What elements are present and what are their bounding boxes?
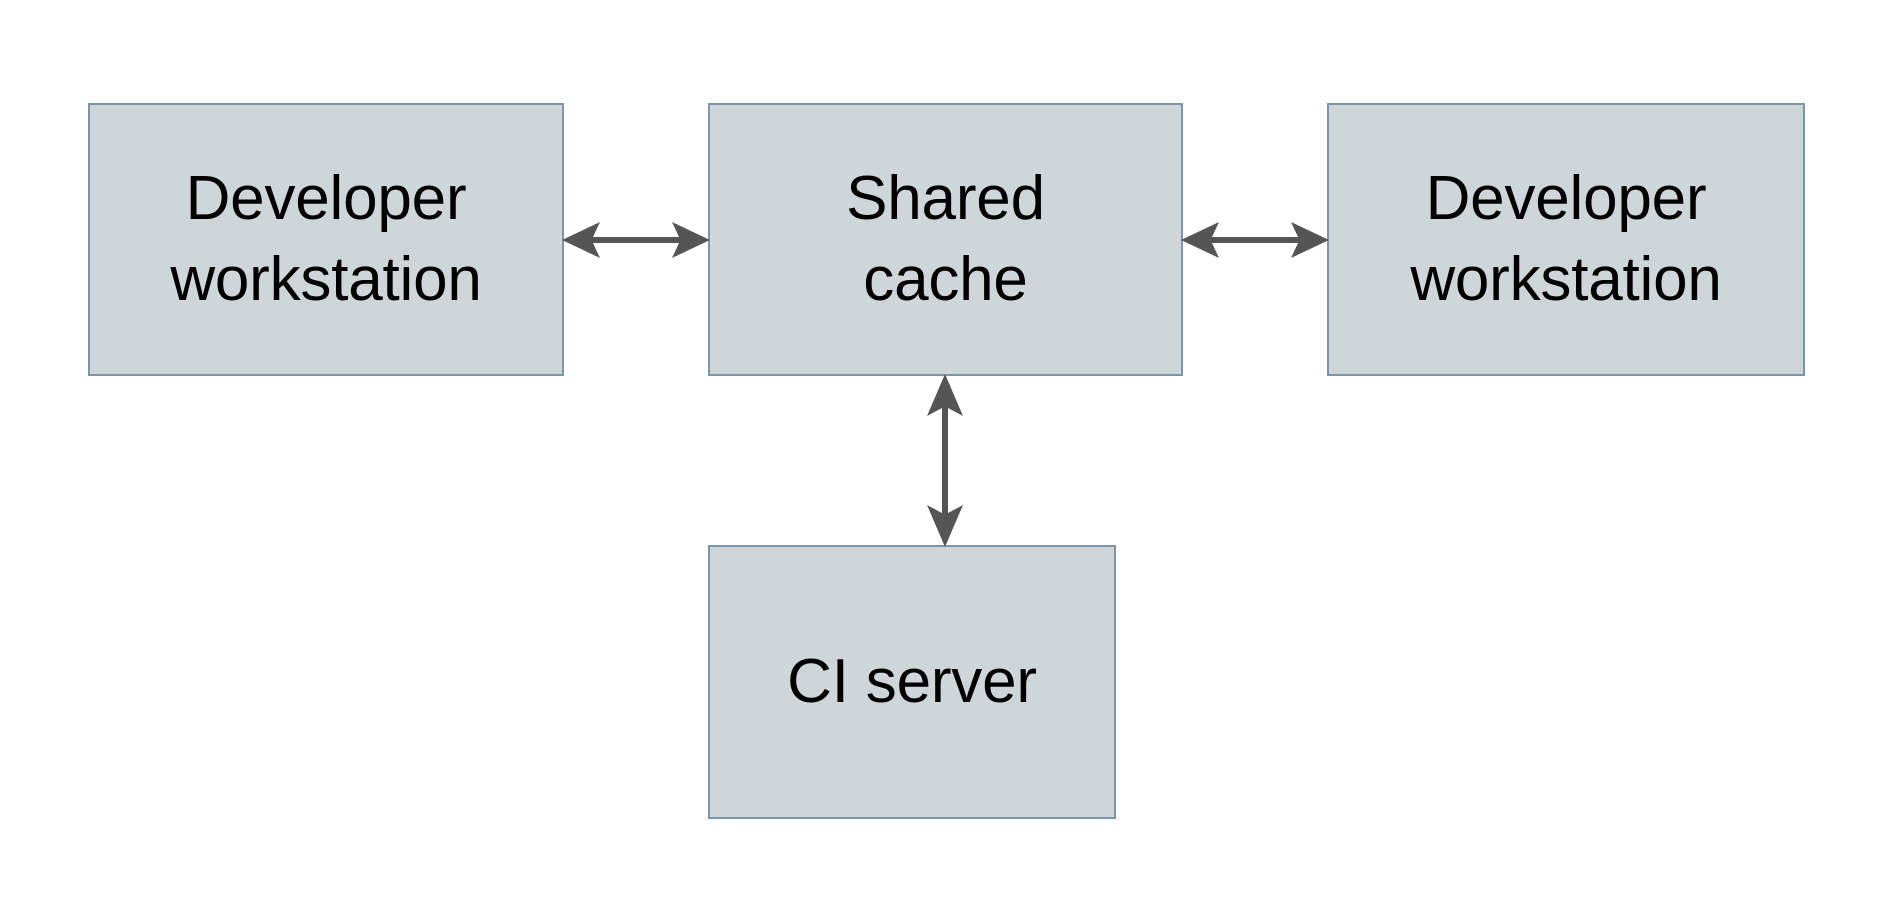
double-headed-arrow-icon [927,374,963,547]
double-headed-arrow-icon [1181,222,1329,258]
node-shared-cache[interactable]: Shared cache [708,103,1183,376]
node-label-ci-server: CI server [787,646,1037,716]
node-developer-workstation-right[interactable]: Developer workstation [1327,103,1805,376]
connector-shared-cache-to-developer-workstation-right [1181,222,1329,258]
node-ci-server[interactable]: CI server [708,545,1116,819]
connector-shared-cache-to-ci-server [927,374,963,547]
double-headed-arrow-icon [562,222,710,258]
node-label-shared-cache: Shared cache [846,163,1045,314]
node-label-developer-workstation-right: Developer workstation [1410,163,1722,314]
node-label-developer-workstation-left: Developer workstation [170,163,482,314]
node-developer-workstation-left[interactable]: Developer workstation [88,103,564,376]
connector-developer-workstation-left-to-shared-cache [562,222,710,258]
